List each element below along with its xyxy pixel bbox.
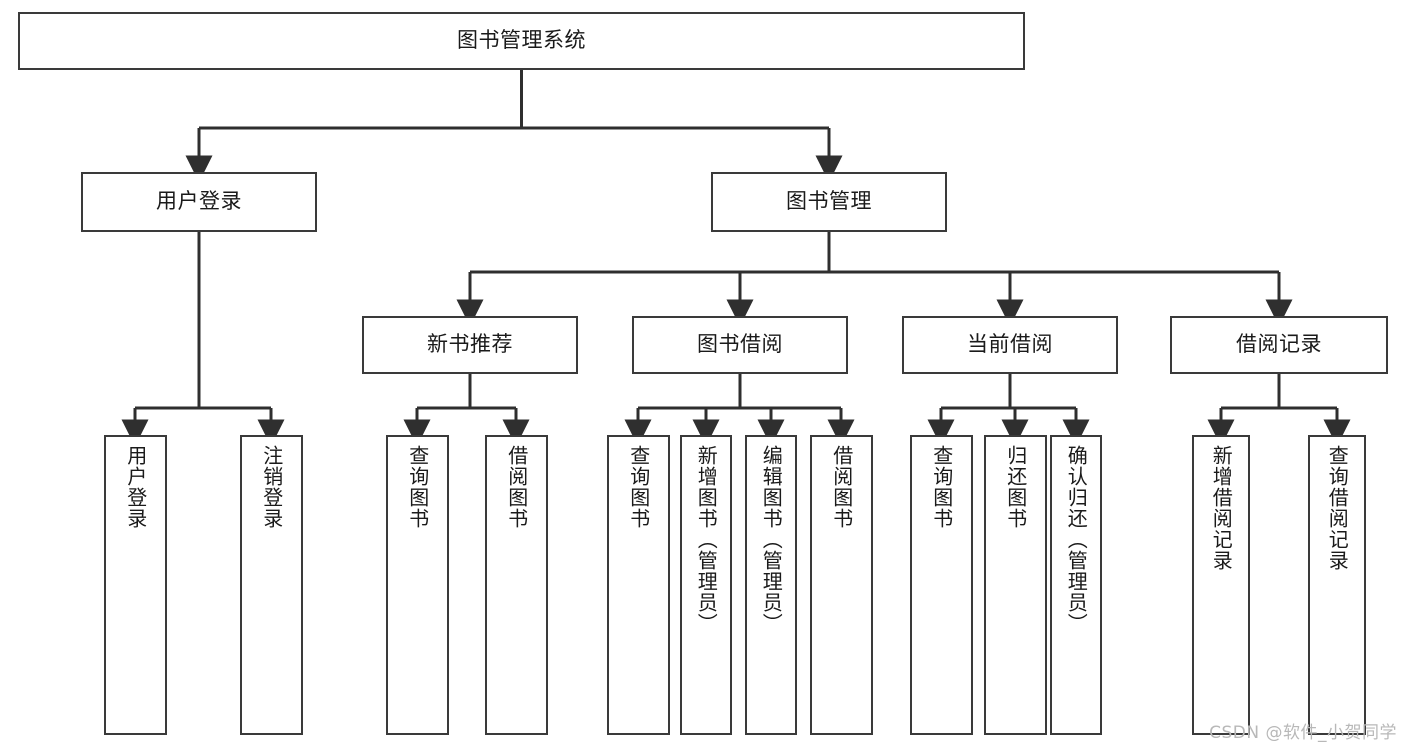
- node-book-borrow[interactable]: 图书借阅: [632, 316, 848, 374]
- node-label: 查询图书: [405, 445, 430, 529]
- node-leaf-add-borrow-record[interactable]: 新增借阅记录: [1192, 435, 1250, 735]
- node-leaf-query-book-current[interactable]: 查询图书: [910, 435, 973, 735]
- node-current-borrow[interactable]: 当前借阅: [902, 316, 1118, 374]
- node-label: 新增借阅记录: [1209, 445, 1234, 571]
- node-leaf-confirm-return-admin[interactable]: 确认归还（管理员）: [1050, 435, 1102, 735]
- node-user-login[interactable]: 用户登录: [81, 172, 317, 232]
- node-leaf-logout-login[interactable]: 注销登录: [240, 435, 303, 735]
- watermark: CSDN @软件_小贺同学: [1209, 723, 1397, 743]
- node-label: 借阅记录: [1236, 332, 1322, 357]
- node-label: 新增图书（管理员）: [694, 445, 719, 634]
- node-label: 用户登录: [123, 445, 148, 529]
- node-label: 注销登录: [259, 445, 284, 529]
- node-leaf-edit-book-admin[interactable]: 编辑图书（管理员）: [745, 435, 797, 735]
- node-label: 查询图书: [626, 445, 651, 529]
- node-book-manage[interactable]: 图书管理: [711, 172, 947, 232]
- node-leaf-return-book[interactable]: 归还图书: [984, 435, 1047, 735]
- node-root-system[interactable]: 图书管理系统: [18, 12, 1025, 70]
- node-leaf-borrow-book-recommend[interactable]: 借阅图书: [485, 435, 548, 735]
- node-leaf-query-book-borrow[interactable]: 查询图书: [607, 435, 670, 735]
- node-label: 图书借阅: [697, 332, 783, 357]
- node-label: 新书推荐: [427, 332, 513, 357]
- node-label: 图书管理: [786, 189, 872, 214]
- node-borrow-record[interactable]: 借阅记录: [1170, 316, 1388, 374]
- node-label: 当前借阅: [967, 332, 1053, 357]
- node-label: 编辑图书（管理员）: [759, 445, 784, 634]
- node-leaf-query-book-recommend[interactable]: 查询图书: [386, 435, 449, 735]
- node-leaf-query-borrow-record[interactable]: 查询借阅记录: [1308, 435, 1366, 735]
- node-label: 查询借阅记录: [1325, 445, 1350, 571]
- node-leaf-add-book-admin[interactable]: 新增图书（管理员）: [680, 435, 732, 735]
- node-label: 查询图书: [929, 445, 954, 529]
- node-leaf-user-login[interactable]: 用户登录: [104, 435, 167, 735]
- node-label: 归还图书: [1003, 445, 1028, 529]
- node-label: 借阅图书: [829, 445, 854, 529]
- node-label: 借阅图书: [504, 445, 529, 529]
- node-new-book-recommend[interactable]: 新书推荐: [362, 316, 578, 374]
- node-label: 用户登录: [156, 189, 242, 214]
- node-label: 确认归还（管理员）: [1064, 445, 1089, 634]
- node-label: 图书管理系统: [457, 28, 586, 53]
- node-leaf-borrow-book[interactable]: 借阅图书: [810, 435, 873, 735]
